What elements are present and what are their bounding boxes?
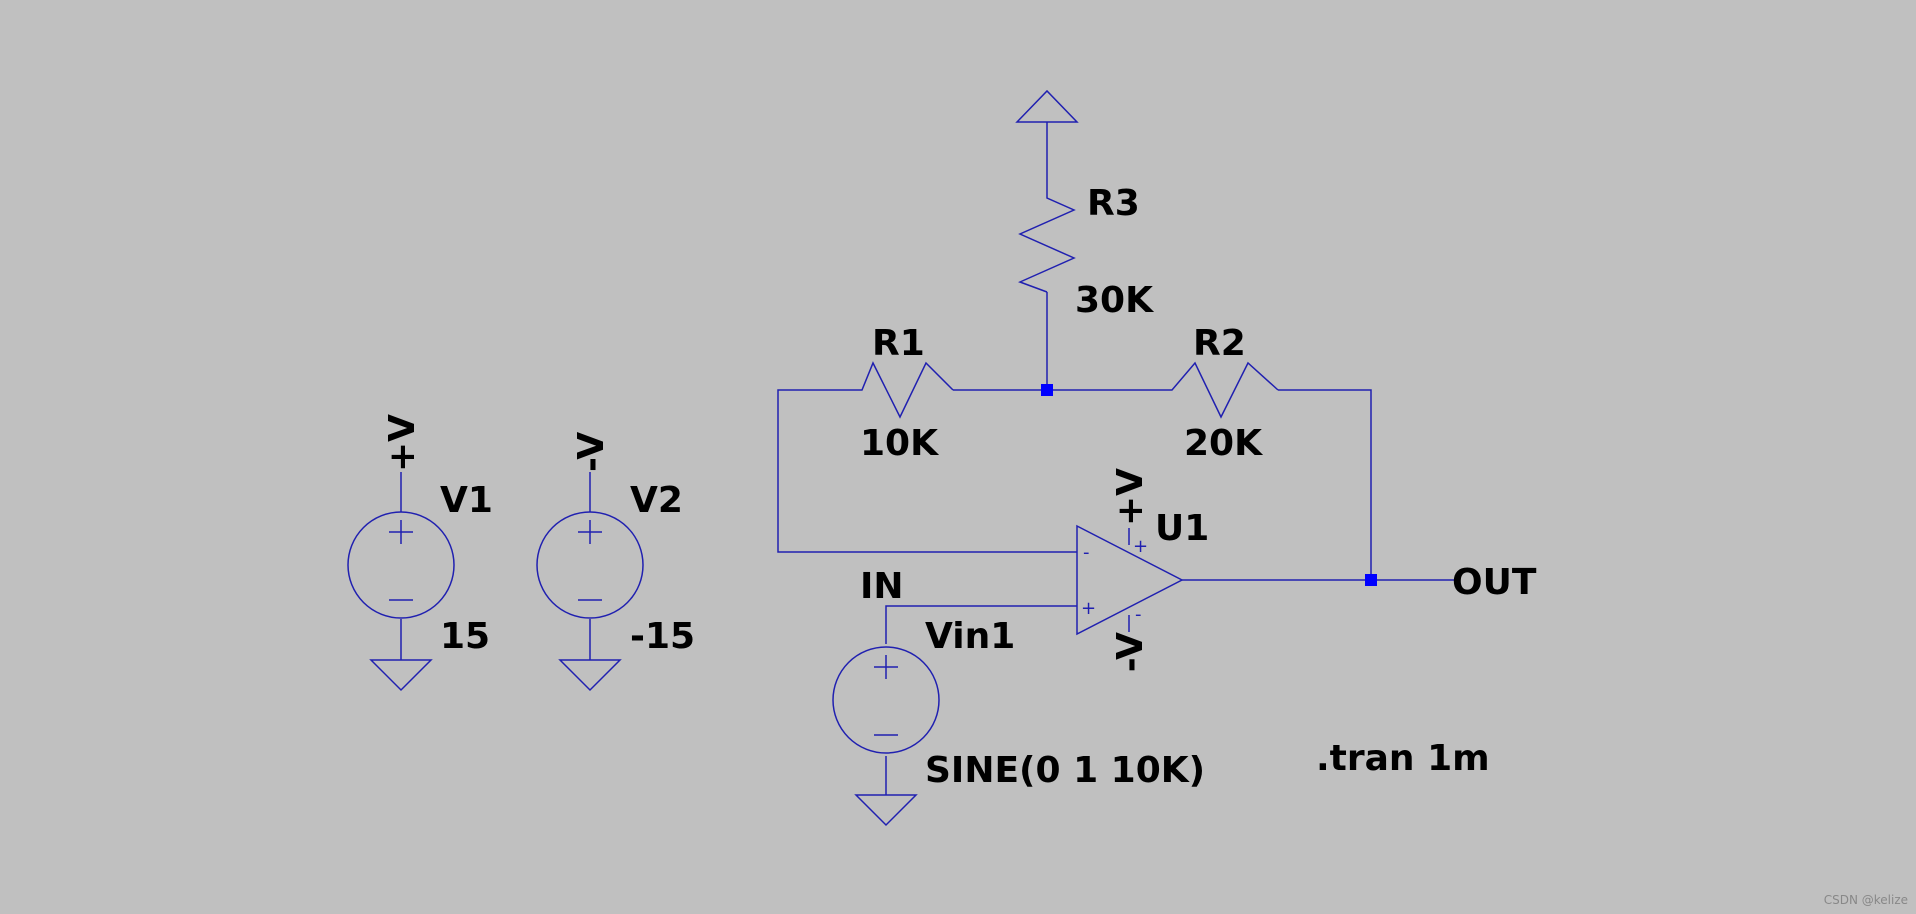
net-label-v1-plus: +V (382, 414, 423, 472)
opamp-pos-input-mark: + (1081, 598, 1096, 619)
vin1-name-label: Vin1 (925, 616, 1015, 657)
net-label-opamp-vpos: +V (1110, 468, 1151, 526)
v1-name-label: V1 (440, 480, 493, 521)
voltage-source-vin1[interactable] (832, 646, 940, 754)
junction-out (1365, 574, 1377, 586)
net-label-v2-minus: -V (571, 432, 612, 472)
voltage-source-v1[interactable] (347, 511, 455, 619)
opamp-neg-input-mark: - (1083, 542, 1090, 563)
wire-vin-to-noninverting (885, 605, 1077, 644)
v1-circle[interactable] (347, 511, 455, 619)
resistor-r3-symbol[interactable] (1018, 188, 1076, 293)
r1-name-label: R1 (872, 323, 925, 364)
wire-r1-to-inverting (777, 389, 1077, 553)
resistor-r2-symbol[interactable] (1168, 361, 1279, 419)
wire-r2-to-out (1278, 389, 1372, 580)
ground-icon-v1 (369, 659, 433, 692)
watermark: CSDN @kelize (1824, 893, 1908, 907)
v2-name-label: V2 (630, 480, 683, 521)
net-label-in: IN (860, 566, 904, 607)
r2-value-label: 20K (1184, 423, 1263, 464)
net-label-opamp-vneg: -V (1110, 632, 1151, 672)
v2-circle[interactable] (536, 511, 644, 619)
ground-icon-vin1 (854, 794, 918, 827)
opamp-vpos-pin-mark: + (1133, 536, 1148, 557)
r2-name-label: R2 (1193, 323, 1246, 364)
wires (400, 122, 1455, 795)
v2-value-label: -15 (630, 616, 695, 657)
u1-name-label: U1 (1155, 508, 1209, 549)
r3-value-label: 30K (1075, 280, 1154, 321)
v1-value-label: 15 (440, 616, 490, 657)
net-label-out: OUT (1452, 562, 1537, 603)
ground-icon-r3 (1015, 89, 1079, 123)
opamp-vneg-pin-mark: - (1135, 604, 1142, 625)
vin1-circle[interactable] (832, 646, 940, 754)
vin1-value-label: SINE(0 1 10K) (925, 750, 1205, 791)
junction-r1-r2-r3 (1041, 384, 1053, 396)
opamp-triangle[interactable] (1076, 524, 1184, 636)
voltage-source-v2[interactable] (536, 511, 644, 619)
r1-value-label: 10K (860, 423, 939, 464)
opamp-u1[interactable]: - + + - (1076, 524, 1184, 636)
spice-directive-tran: .tran 1m (1316, 738, 1490, 779)
ground-icon-v2 (558, 659, 622, 692)
r3-name-label: R3 (1087, 183, 1140, 224)
resistor-r1-symbol[interactable] (847, 361, 954, 419)
